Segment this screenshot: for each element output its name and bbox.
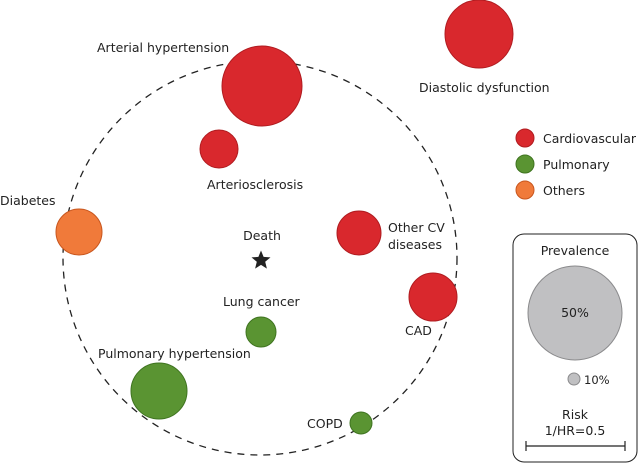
label-arterial-hypertension: Arterial hypertension [97,40,229,55]
bubble-other-cv-diseases[interactable] [336,210,382,256]
label-diabetes: Diabetes [0,193,56,208]
key-reference-bubble-small [567,372,581,386]
legend-swatch-pulmonary [515,154,535,174]
legend-swatch-cardiovascular [515,128,535,148]
key-reference-bubble-large [527,265,623,361]
star-icon [251,250,271,269]
key-risk-title: Risk [562,407,589,422]
bubble-diastolic-dysfunction[interactable] [444,0,514,69]
legend-label-others: Others [543,183,585,198]
key-large-bubble-label: 50% [561,305,589,320]
bubble-copd[interactable] [349,411,373,435]
bubble-cad[interactable] [408,272,458,322]
key-prevalence-title: Prevalence [541,243,610,258]
bubble-diabetes[interactable] [55,208,103,256]
key-risk-value: 1/HR=0.5 [545,423,606,438]
death-label: Death [243,228,281,243]
label-other-cv-diseases-line2: diseases [388,237,442,252]
bubble-pulmonary-hypertension[interactable] [130,362,188,420]
label-copd: COPD [307,416,343,431]
size-key-box: Prevalence 50% 10% Risk 1/HR=0.5 [512,233,638,463]
bubble-layer [55,0,514,435]
bubble-lung-cancer[interactable] [245,316,277,348]
label-other-cv-diseases-line1: Other CV [388,220,445,235]
legend-label-cardiovascular: Cardiovascular [543,131,637,146]
label-arteriosclerosis: Arteriosclerosis [207,177,303,192]
bubble-arteriosclerosis[interactable] [199,129,239,169]
label-diastolic-dysfunction: Diastolic dysfunction [419,80,550,95]
key-small-bubble-label: 10% [584,373,610,387]
legend-swatch-others [515,180,535,200]
label-pulmonary-hypertension: Pulmonary hypertension [98,346,251,361]
bubble-arterial-hypertension[interactable] [221,45,303,127]
label-cad: CAD [405,323,432,338]
legend-label-pulmonary: Pulmonary [543,157,610,172]
label-lung-cancer: Lung cancer [223,294,301,309]
category-legend: Cardiovascular Pulmonary Others [515,128,637,200]
